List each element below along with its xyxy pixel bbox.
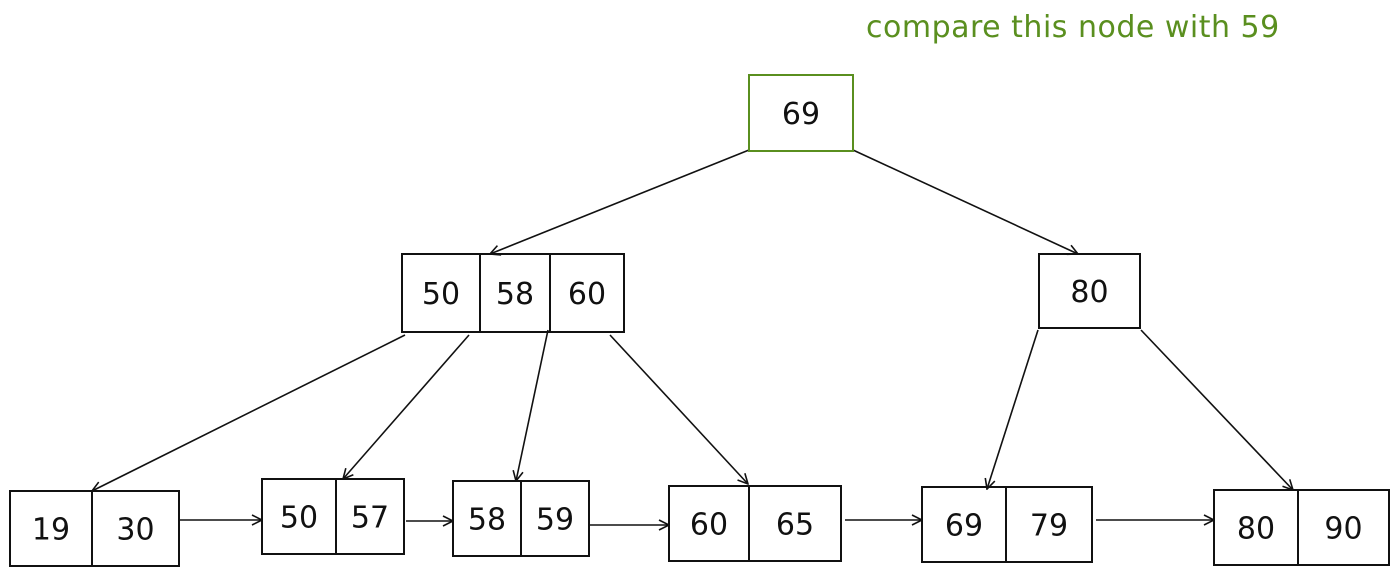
node-leaf-2: 50 57 xyxy=(261,478,405,555)
key-cell xyxy=(1297,489,1390,566)
key-label: 30 xyxy=(116,513,154,548)
edges-layer xyxy=(92,149,1293,525)
key-label: 59 xyxy=(536,503,574,538)
key-label: 50 xyxy=(422,277,460,312)
node-internal-left: 50 58 60 xyxy=(401,253,625,333)
pointer-arrow xyxy=(516,329,549,481)
key-cell xyxy=(748,74,854,152)
key-cell xyxy=(549,253,625,333)
pointer-arrow xyxy=(852,149,1078,254)
key-label: 90 xyxy=(1324,512,1362,547)
node-leaf-6: 80 90 xyxy=(1213,489,1390,566)
key-cell xyxy=(91,490,180,567)
key-label: 50 xyxy=(280,501,318,536)
pointer-arrow xyxy=(609,334,748,484)
key-label: 60 xyxy=(690,508,728,543)
node-leaf-4: 60 65 xyxy=(668,485,842,562)
node-internal-right: 80 xyxy=(1038,253,1141,329)
node-root: 69 xyxy=(748,74,854,152)
key-label: 79 xyxy=(1030,509,1068,544)
annotation-text: compare this node with 59 xyxy=(866,10,1280,45)
key-label: 58 xyxy=(468,503,506,538)
key-cell xyxy=(520,480,590,557)
key-label: 19 xyxy=(32,513,70,548)
key-cell xyxy=(1005,486,1093,563)
pointer-arrow xyxy=(92,334,406,491)
key-label: 58 xyxy=(496,277,534,312)
key-cell xyxy=(748,485,842,562)
key-label: 69 xyxy=(782,97,820,132)
key-label: 69 xyxy=(945,509,983,544)
pointer-arrow xyxy=(1140,329,1293,490)
key-label: 65 xyxy=(776,508,814,543)
key-label: 60 xyxy=(568,277,606,312)
key-label: 80 xyxy=(1237,512,1275,547)
key-label: 80 xyxy=(1070,275,1108,310)
node-leaf-5: 69 79 xyxy=(921,486,1093,563)
pointer-arrow xyxy=(490,149,750,254)
pointer-arrow xyxy=(987,329,1039,489)
key-label: 57 xyxy=(351,501,389,536)
pointer-arrow xyxy=(343,334,470,479)
node-leaf-3: 58 59 xyxy=(452,480,590,557)
key-cell xyxy=(1038,253,1141,329)
key-cell xyxy=(335,478,405,555)
